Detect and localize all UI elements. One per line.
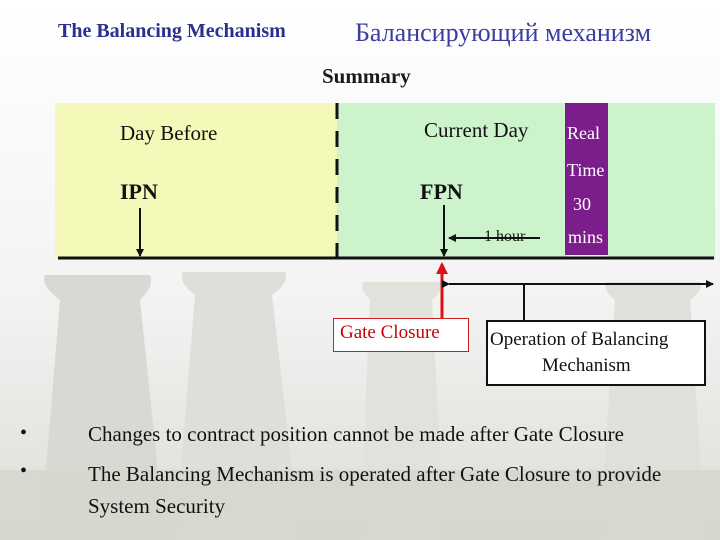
real-time-label-line3: 30 bbox=[573, 194, 591, 214]
fpn-label: FPN bbox=[420, 179, 463, 204]
real-time-label-line2: Time bbox=[567, 160, 605, 180]
real-time-panel bbox=[565, 103, 608, 255]
after-real-time-panel bbox=[608, 103, 715, 258]
title-english: The Balancing Mechanism bbox=[58, 20, 286, 42]
bullet-text: Changes to contract position cannot be m… bbox=[88, 422, 624, 446]
real-time-label-line4: mins bbox=[568, 227, 604, 247]
gate-closure-label: Gate Closure bbox=[340, 322, 440, 343]
one-hour-label: 1 hour bbox=[484, 228, 526, 245]
operation-label-line1: Operation of Balancing bbox=[490, 329, 669, 350]
summary-heading: Summary bbox=[322, 64, 411, 88]
operation-box bbox=[486, 320, 706, 386]
bullet-marker: • bbox=[20, 422, 28, 444]
real-time-label-line1: Real bbox=[567, 123, 600, 143]
current-day-label: Current Day bbox=[424, 118, 529, 142]
day-before-label: Day Before bbox=[120, 121, 218, 145]
ipn-label: IPN bbox=[120, 179, 158, 204]
gate-closure-box bbox=[333, 318, 469, 352]
current-day-panel bbox=[337, 103, 567, 258]
day-before-panel bbox=[55, 103, 337, 258]
bullet-text: The Balancing Mechanism is operated afte… bbox=[88, 462, 662, 518]
bullet-marker: • bbox=[20, 460, 28, 482]
operation-label-line2: Mechanism bbox=[542, 355, 631, 376]
title-russian: Балансирующий механизм bbox=[355, 18, 652, 47]
